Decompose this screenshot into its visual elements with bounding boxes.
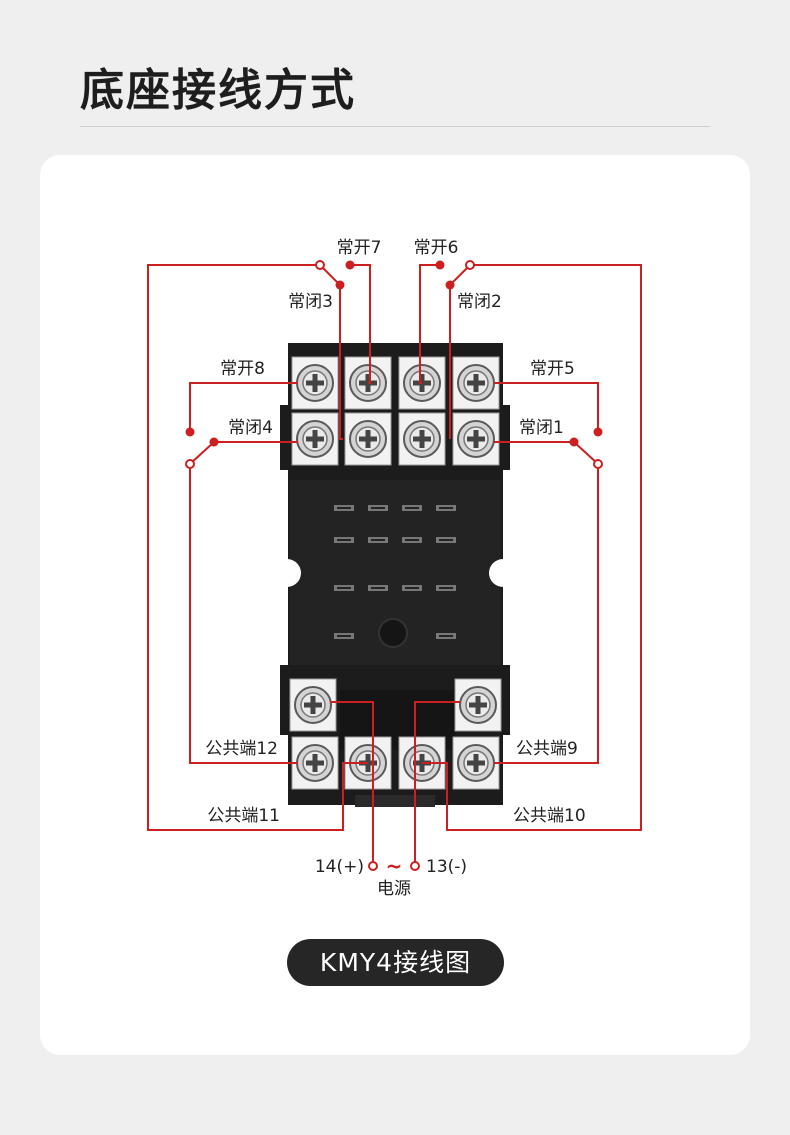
label-com11: 公共端11 — [207, 806, 280, 826]
dot-nc3 — [335, 280, 345, 290]
label-power-neg: 13(-) — [426, 857, 467, 877]
ring-com9 — [593, 459, 603, 469]
title-divider — [80, 126, 710, 127]
label-nc1: 常闭1 — [519, 418, 564, 438]
page-title: 底座接线方式 — [80, 65, 356, 116]
ring-com11 — [315, 260, 325, 270]
dot-no7 — [345, 260, 355, 270]
dot-nc4 — [209, 437, 219, 447]
label-nc2: 常闭2 — [457, 292, 502, 312]
label-nc4: 常闭4 — [228, 418, 273, 438]
terminal-labels: 常开7 常开6 常闭3 常闭2 常开8 常开5 常闭4 常闭1 公共端12 公共… — [205, 238, 585, 899]
ring-com12 — [185, 459, 195, 469]
label-power-pos: 14(+) — [315, 857, 364, 877]
contact-points — [185, 260, 603, 871]
label-com9: 公共端9 — [516, 739, 578, 759]
label-no7: 常开7 — [337, 238, 382, 258]
power-neg-terminal — [410, 861, 420, 871]
terminal-8 — [291, 356, 339, 410]
label-com12: 公共端12 — [205, 739, 278, 759]
label-nc3: 常闭3 — [288, 292, 333, 312]
terminal-9 — [452, 736, 500, 790]
dot-no8 — [185, 427, 195, 437]
dot-nc1 — [569, 437, 579, 447]
dot-no5 — [593, 427, 603, 437]
terminal-12 — [291, 736, 339, 790]
terminal-14 — [289, 678, 337, 732]
label-power: 电源 — [377, 879, 411, 899]
ring-com10 — [465, 260, 475, 270]
terminal-1 — [452, 412, 500, 466]
terminal-5 — [452, 356, 500, 410]
dot-no6 — [435, 260, 445, 270]
diagram-caption-badge: KMY4接线图 — [287, 939, 504, 986]
terminal-2 — [398, 412, 446, 466]
label-no5: 常开5 — [530, 359, 575, 379]
power-pos-terminal — [368, 861, 378, 871]
label-com10: 公共端10 — [513, 806, 586, 826]
dot-nc2 — [445, 280, 455, 290]
label-no8: 常开8 — [220, 359, 265, 379]
ac-tilde-symbol: ~ — [386, 854, 403, 878]
terminal-4 — [291, 412, 339, 466]
terminal-13 — [454, 678, 502, 732]
label-no6: 常开6 — [414, 238, 459, 258]
terminal-3 — [344, 412, 392, 466]
